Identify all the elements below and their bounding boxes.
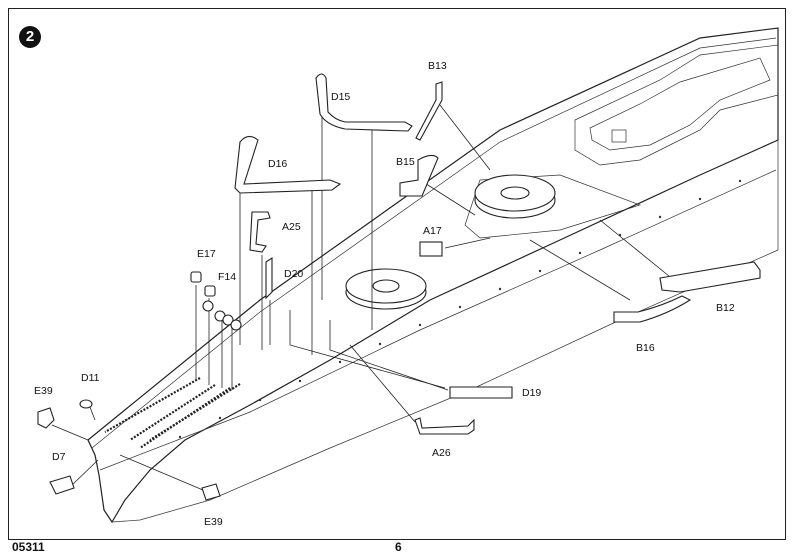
part-b13 (415, 81, 443, 141)
barbette-b (474, 174, 556, 219)
part-b16 (613, 295, 692, 323)
page-number: 6 (395, 540, 402, 554)
label-e17: E17 (197, 248, 216, 260)
part-d16 (234, 135, 342, 194)
part-b12 (659, 261, 761, 293)
label-e39-bottom: E39 (204, 516, 223, 528)
part-a17 (419, 241, 443, 257)
part-d7 (49, 475, 75, 495)
part-labels: B13 D15 D16 B15 A25 A17 E17 D20 F14 E39 … (34, 60, 735, 528)
label-a26: A26 (432, 447, 451, 459)
part-d20 (265, 256, 273, 300)
label-d11: D11 (81, 372, 100, 384)
label-d15: D15 (331, 91, 350, 103)
part-d19 (449, 386, 513, 399)
part-d11 (79, 399, 93, 409)
label-b12: B12 (716, 302, 735, 314)
product-code: 05311 (12, 540, 45, 554)
barbette-a (345, 268, 427, 310)
label-f14: F14 (218, 271, 236, 283)
part-e39-top (37, 407, 55, 429)
label-b16: B16 (636, 342, 655, 354)
part-a26 (414, 417, 475, 435)
part-e17-pair (190, 271, 216, 297)
label-d19: D19 (522, 387, 541, 399)
label-e39-top: E39 (34, 385, 53, 397)
part-a25 (249, 211, 271, 253)
leader-lines (51, 90, 681, 494)
label-d7: D7 (52, 451, 66, 463)
part-d15 (315, 73, 413, 132)
label-a17: A17 (423, 225, 442, 237)
label-d16: D16 (268, 158, 287, 170)
anchor-chains (104, 377, 241, 449)
ship-hull (87, 27, 779, 524)
instruction-sheet-frame (8, 8, 786, 540)
part-e39-bottom (201, 483, 221, 501)
part-b15 (399, 154, 439, 197)
label-b13: B13 (428, 60, 447, 72)
label-a25: A25 (282, 221, 301, 233)
step-number-badge: 2 (19, 26, 41, 48)
label-d20: D20 (284, 268, 303, 280)
label-b15: B15 (396, 156, 415, 168)
part-f14-set (202, 300, 242, 331)
